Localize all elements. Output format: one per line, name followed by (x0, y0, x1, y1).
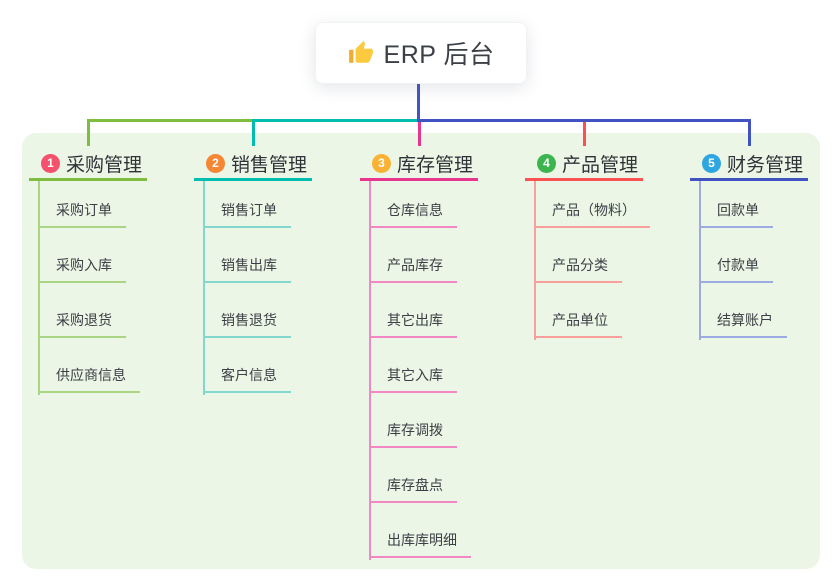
child-node[interactable]: 付款单 (699, 255, 773, 283)
root-node[interactable]: ERP 后台 (315, 22, 527, 84)
child-node[interactable]: 产品单位 (534, 310, 622, 338)
branch-drop-line (583, 122, 586, 146)
child-node[interactable]: 仓库信息 (369, 200, 457, 228)
branch-head-label: 库存管理 (397, 154, 474, 176)
child-node[interactable]: 产品（物料） (534, 200, 650, 228)
branch-head-label: 财务管理 (727, 154, 804, 176)
branch-head-1[interactable]: 1 采购管理 (29, 148, 147, 181)
branch-drop-line (87, 119, 90, 146)
branch-badge: 2 (206, 153, 225, 173)
child-node[interactable]: 供应商信息 (38, 365, 140, 393)
root-node-label: ERP 后台 (383, 41, 495, 69)
branch-child-connector (534, 181, 536, 340)
child-node[interactable]: 结算账户 (699, 310, 787, 338)
branch-child-connector (369, 181, 371, 560)
child-node[interactable]: 采购退货 (38, 310, 126, 338)
child-node[interactable]: 出库库明细 (369, 530, 471, 558)
child-node[interactable]: 产品分类 (534, 255, 622, 283)
branch-drop-line (748, 119, 751, 146)
branch-head-2[interactable]: 2 销售管理 (194, 148, 312, 181)
branch-head-label: 销售管理 (231, 154, 308, 176)
child-node[interactable]: 采购入库 (38, 255, 126, 283)
branch-child-connector (203, 181, 205, 395)
spread-connector-line (417, 119, 750, 122)
child-node[interactable]: 其它入库 (369, 365, 457, 393)
branch-badge: 3 (372, 153, 391, 173)
branch-head-label: 产品管理 (562, 154, 639, 176)
branch-child-connector (699, 181, 701, 340)
child-node[interactable]: 库存盘点 (369, 475, 457, 503)
branch-head-4[interactable]: 4 产品管理 (525, 148, 643, 181)
branch-drop-line (418, 122, 421, 146)
spread-connector-line (253, 119, 419, 122)
child-node[interactable]: 产品库存 (369, 255, 457, 283)
branch-head-label: 采购管理 (66, 154, 143, 176)
child-node[interactable]: 采购订单 (38, 200, 126, 228)
child-node[interactable]: 其它出库 (369, 310, 457, 338)
branch-head-3[interactable]: 3 库存管理 (360, 148, 478, 181)
branch-badge: 4 (537, 153, 556, 173)
child-node[interactable]: 销售订单 (203, 200, 291, 228)
child-node[interactable]: 销售出库 (203, 255, 291, 283)
child-node[interactable]: 客户信息 (203, 365, 291, 393)
branch-badge: 5 (702, 153, 721, 173)
trunk-connector-line (417, 82, 420, 122)
branch-badge: 1 (41, 153, 60, 173)
spread-connector-line (87, 119, 255, 122)
branch-drop-line (252, 119, 255, 146)
child-node[interactable]: 库存调拨 (369, 420, 457, 448)
branch-child-connector (38, 181, 40, 395)
thumbs-up-icon (348, 40, 374, 66)
branches-panel-background (22, 133, 820, 569)
branch-head-5[interactable]: 5 财务管理 (690, 148, 808, 181)
child-node[interactable]: 销售退货 (203, 310, 291, 338)
child-node[interactable]: 回款单 (699, 200, 773, 228)
